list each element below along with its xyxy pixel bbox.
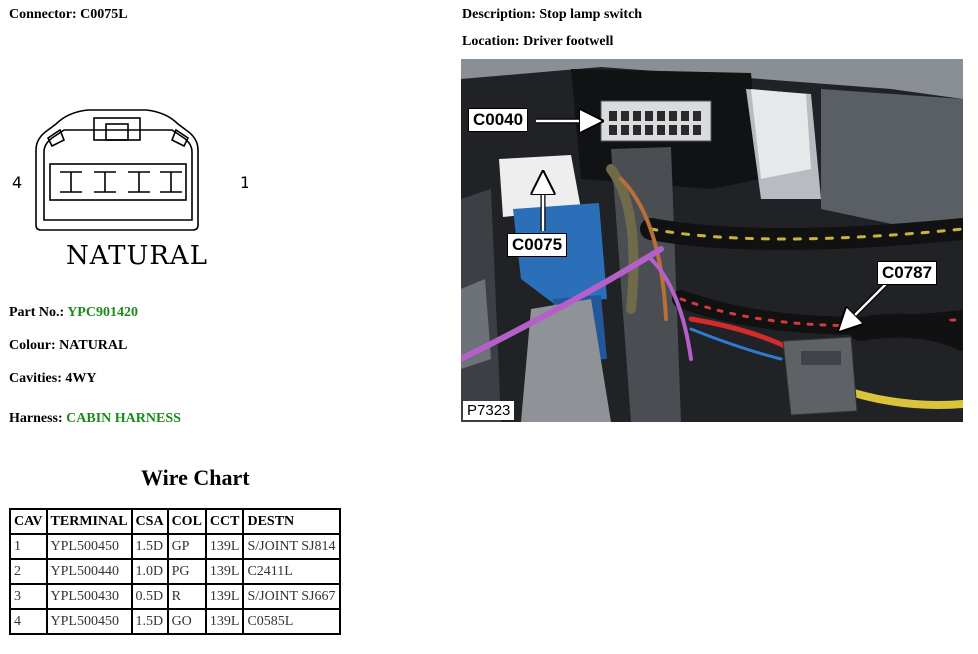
- cell-terminal: YPL500440: [45, 558, 133, 585]
- callout-c0075: C0075: [507, 233, 568, 257]
- cavities-label: Cavities:: [9, 371, 62, 386]
- key-left: [46, 128, 66, 148]
- description-label: Description:: [462, 7, 536, 22]
- housing-inner: [43, 129, 193, 221]
- cell-csa: 1.5D: [130, 533, 169, 560]
- cell-cav: 3: [9, 583, 48, 610]
- cell-col: PG: [166, 558, 207, 585]
- table-row: 2 YPL500440 1.0D PG 139L C2411L: [9, 558, 341, 585]
- cell-destn: S/JOINT SJ814: [242, 533, 341, 560]
- location-label: Location:: [462, 34, 520, 49]
- cell-cct: 139L: [204, 558, 245, 585]
- table-header-row: CAV TERMINAL CSA COL CCT DESTN: [9, 508, 341, 535]
- cell-cct: 139L: [204, 608, 245, 635]
- table-row: 3 YPL500430 0.5D R 139L S/JOINT SJ667: [9, 583, 341, 610]
- key-right: [170, 128, 190, 148]
- connector-line: Connector: C0075L: [9, 7, 128, 23]
- housing-outline: [35, 109, 199, 231]
- col-csa: CSA: [130, 508, 169, 535]
- part-number-link[interactable]: YPC901420: [67, 305, 138, 320]
- cell-cct: 139L: [204, 583, 245, 610]
- col-terminal: TERMINAL: [45, 508, 133, 535]
- col-col: COL: [166, 508, 207, 535]
- latch-inner: [105, 123, 129, 141]
- table-row: 4 YPL500450 1.5D GO 139L C0585L: [9, 608, 341, 635]
- cavity-2-terminal: [128, 171, 150, 193]
- col-cav: CAV: [9, 508, 48, 535]
- callout-c0040: C0040: [468, 108, 529, 132]
- cavities-line: Cavities: 4WY: [9, 371, 97, 387]
- colour-label: Colour:: [9, 338, 56, 353]
- part-line: Part No.: YPC901420: [9, 305, 138, 321]
- cell-terminal: YPL500430: [45, 583, 133, 610]
- callout-c0787: C0787: [877, 261, 938, 285]
- cell-cct: 139L: [204, 533, 245, 560]
- location-value: Driver footwell: [523, 34, 614, 49]
- cavity-left-number: 4: [12, 173, 22, 192]
- wire-chart-table: CAV TERMINAL CSA COL CCT DESTN 1 YPL5004…: [9, 508, 341, 635]
- cell-cav: 4: [9, 608, 48, 635]
- photo-illustration: [461, 59, 963, 422]
- cell-cav: 1: [9, 533, 48, 560]
- connector-face-diagram: 4 1 NATURAL: [12, 109, 248, 271]
- connector-value: C0075L: [80, 7, 128, 22]
- cavity-4-terminal: [60, 171, 82, 193]
- cell-col: R: [166, 583, 207, 610]
- cavity-3-terminal: [94, 171, 116, 193]
- harness-line: Harness: CABIN HARNESS: [9, 411, 181, 427]
- colour-line: Colour: NATURAL: [9, 338, 127, 354]
- location-line: Location: Driver footwell: [462, 34, 613, 50]
- harness-link[interactable]: CABIN HARNESS: [66, 411, 181, 426]
- cavities-value: 4WY: [65, 371, 97, 386]
- description-line: Description: Stop lamp switch: [462, 7, 642, 23]
- arrow-c0787: [841, 280, 890, 329]
- diagram-caption: NATURAL: [66, 241, 208, 271]
- latch-outer: [93, 117, 141, 141]
- location-photo: C0040 C0075 C0787 P7323: [461, 59, 963, 422]
- cell-destn: S/JOINT SJ667: [242, 583, 341, 610]
- table-row: 1 YPL500450 1.5D GP 139L S/JOINT SJ814: [9, 533, 341, 560]
- cavity-row: [49, 163, 187, 201]
- cell-csa: 1.5D: [130, 608, 169, 635]
- harness-label: Harness:: [9, 411, 63, 426]
- cell-destn: C2411L: [242, 558, 341, 585]
- cell-col: GO: [166, 608, 207, 635]
- cell-col: GP: [166, 533, 207, 560]
- col-cct: CCT: [204, 508, 245, 535]
- wire-chart-title: Wire Chart: [141, 465, 250, 490]
- cavity-right-number: 1: [240, 173, 248, 192]
- colour-value: NATURAL: [59, 338, 128, 353]
- cell-csa: 0.5D: [130, 583, 169, 610]
- cavity-1-terminal: [160, 171, 182, 193]
- part-label: Part No.:: [9, 305, 65, 320]
- callout-arrows: [461, 59, 891, 422]
- cell-terminal: YPL500450: [45, 608, 133, 635]
- cell-destn: C0585L: [242, 608, 341, 635]
- col-destn: DESTN: [242, 508, 341, 535]
- photo-reference: P7323: [463, 401, 515, 420]
- description-value: Stop lamp switch: [539, 7, 643, 22]
- cell-cav: 2: [9, 558, 48, 585]
- cell-csa: 1.0D: [130, 558, 169, 585]
- connector-label: Connector:: [9, 7, 77, 22]
- cell-terminal: YPL500450: [45, 533, 133, 560]
